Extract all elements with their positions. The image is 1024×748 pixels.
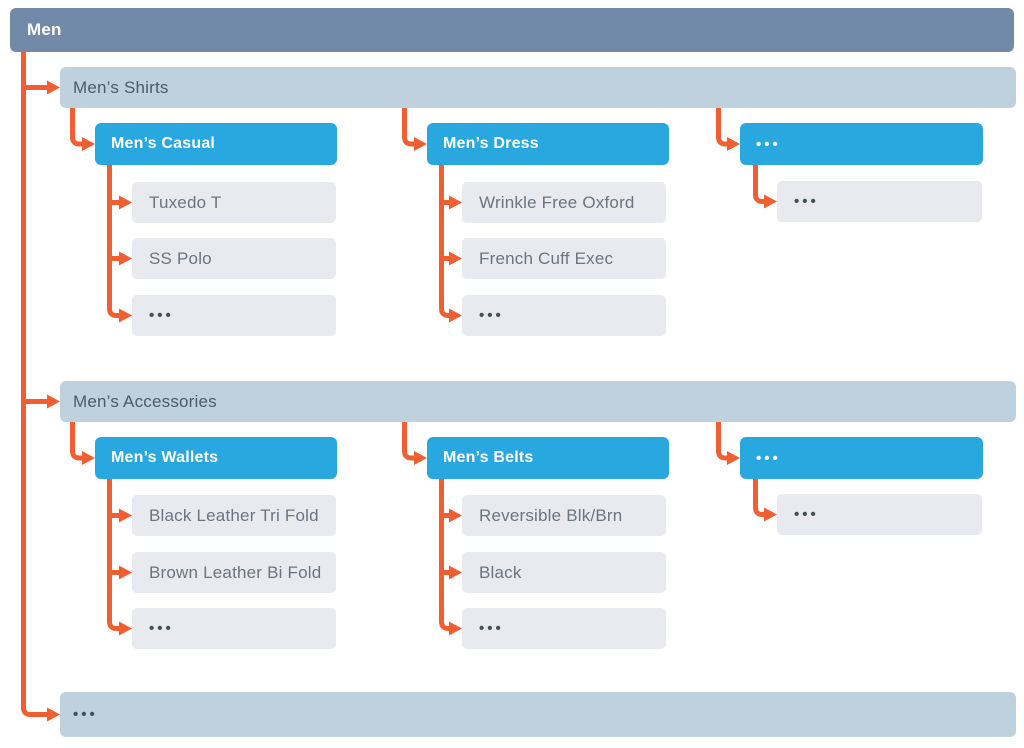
leaf-wrinkle-free-oxford: Wrinkle Free Oxford	[462, 182, 666, 223]
leaf-accessories-more-item: •••	[777, 494, 982, 535]
node-shirts-more-category: •••	[740, 123, 983, 165]
node-mens-casual: Men’s Casual	[95, 123, 337, 165]
leaf-dress-more: •••	[462, 295, 666, 336]
connector-casual-leaves	[107, 165, 119, 318]
connector-shirts-more-leaf	[753, 165, 764, 204]
leaf-belts-more: •••	[462, 608, 666, 649]
leaf-black: Black	[462, 552, 666, 593]
node-men: Men	[10, 8, 1014, 52]
leaf-wallets-more: •••	[132, 608, 336, 649]
leaf-black-leather-tri-fold: Black Leather Tri Fold	[132, 495, 336, 536]
leaf-ss-polo: SS Polo	[132, 238, 336, 279]
connector-accessories-more-leaf	[753, 479, 764, 517]
connector-accessories-to-belts	[402, 422, 414, 461]
node-accessories-more-category: •••	[740, 437, 983, 479]
node-mens-dress: Men’s Dress	[427, 123, 669, 165]
connector-shirts-to-more	[716, 108, 727, 147]
connector-wallets-leaves	[107, 479, 119, 631]
node-mens-belts: Men’s Belts	[427, 437, 669, 479]
leaf-brown-leather-bi-fold: Brown Leather Bi Fold	[132, 552, 336, 593]
leaf-casual-more: •••	[132, 295, 336, 336]
node-mens-shirts: Men’s Shirts	[60, 67, 1016, 108]
leaf-shirts-more-item: •••	[777, 181, 982, 222]
leaf-reversible-blk-brn: Reversible Blk/Brn	[462, 495, 666, 536]
connector-accessories-to-wallets	[70, 422, 82, 461]
leaf-french-cuff-exec: French Cuff Exec	[462, 238, 666, 279]
connector-dress-leaves	[439, 165, 451, 318]
connector-shirts-to-dress	[402, 108, 414, 147]
connector-shirts-to-casual	[70, 108, 82, 147]
connector-accessories-to-more	[716, 422, 727, 461]
leaf-tuxedo-t: Tuxedo T	[132, 182, 336, 223]
connector-belts-leaves	[439, 479, 451, 631]
node-more-section: •••	[60, 692, 1016, 737]
connector-men-trunk	[21, 52, 47, 717]
node-mens-accessories: Men’s Accessories	[60, 381, 1016, 422]
node-mens-wallets: Men’s Wallets	[95, 437, 337, 479]
